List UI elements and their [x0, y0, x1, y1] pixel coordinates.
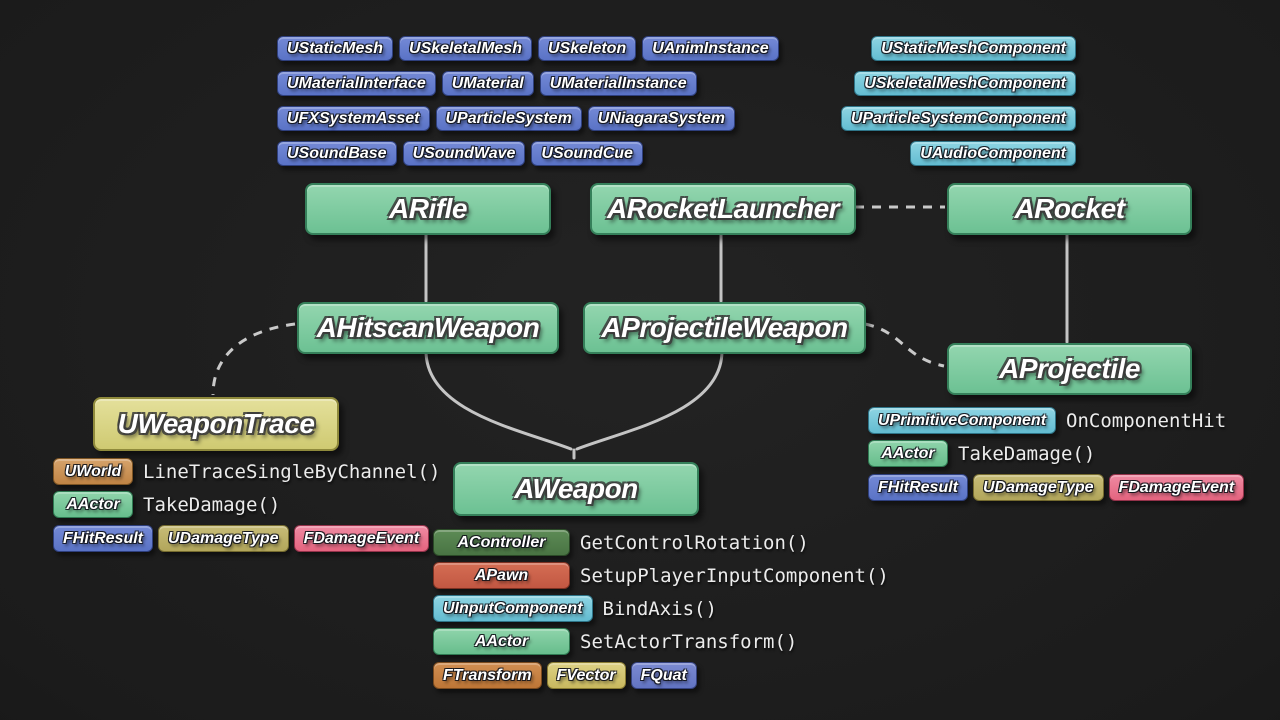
aweapon-details: AController GetControlRotation() APawn S… [433, 529, 889, 689]
badge-usoundbase: USoundBase [277, 141, 397, 166]
badge-uaniminstance: UAnimInstance [642, 36, 779, 61]
detail-row-takedamage: AActor TakeDamage() [53, 491, 281, 518]
weapon-trace-details: UWorld LineTraceSingleByChannel() AActor… [53, 458, 441, 552]
badge-umaterialinterface: UMaterialInterface [277, 71, 436, 96]
badge-apawn: APawn [433, 562, 570, 589]
badge-aactor: AActor [53, 491, 133, 518]
detail-row-setactortransform: AActor SetActorTransform() [433, 628, 798, 655]
class-box-arocketlauncher: ARocketLauncher [590, 183, 856, 235]
badge-ustaticmesh: UStaticMesh [277, 36, 394, 61]
connector-ahitscanweapon-uweapontrace-dashed [211, 322, 296, 396]
badge-fdamageevent: FDamageEvent [1108, 474, 1245, 501]
detail-row-takedamage: AActor TakeDamage() [868, 440, 1096, 467]
type-badges-row: FHitResult UDamageType FDamageEvent [868, 474, 1245, 501]
detail-row-getcontrolrotation: AController GetControlRotation() [433, 529, 809, 556]
detail-row-setupplayerinput: APawn SetupPlayerInputComponent() [433, 562, 889, 589]
badge-fhitresult: FHitResult [868, 474, 968, 501]
detail-row-bindaxis: UInputComponent BindAxis() [433, 595, 717, 622]
detail-row-oncomponenthit: UPrimitiveComponent OnComponentHit [868, 407, 1227, 434]
type-badges-row: FHitResult UDamageType FDamageEvent [53, 525, 430, 552]
detail-row-linetrace: UWorld LineTraceSingleByChannel() [53, 458, 441, 485]
badge-uskeleton: USkeleton [537, 36, 637, 61]
badge-uprimitivecomponent: UPrimitiveComponent [868, 407, 1057, 434]
code-bindaxis: BindAxis() [602, 597, 717, 620]
code-oncomponenthit: OnComponentHit [1066, 409, 1227, 432]
badge-uskeletalmeshcomponent: USkeletalMeshComponent [854, 71, 1076, 96]
connector-aprojectileweapon-aweapon [575, 349, 724, 451]
badge-aactor: AActor [433, 628, 570, 655]
badge-uniagarasystem: UNiagaraSystem [587, 106, 735, 131]
class-box-uweapontrace: UWeaponTrace [93, 397, 339, 451]
projectile-details: UPrimitiveComponent OnComponentHit AActo… [868, 407, 1245, 501]
class-box-arocket: ARocket [947, 183, 1192, 235]
badge-umaterialinstance: UMaterialInstance [539, 71, 697, 96]
asset-row-fx: UFXSystemAsset UParticleSystem UNiagaraS… [277, 106, 735, 131]
badge-uparticlesystemcomponent: UParticleSystemComponent [840, 106, 1076, 131]
asset-classes-group: UStaticMesh USkeletalMesh USkeleton UAni… [277, 36, 779, 166]
code-takedamage: TakeDamage() [958, 442, 1096, 465]
badge-uinputcomponent: UInputComponent [433, 595, 593, 622]
connector-aprojectileweapon-aprojectile-dashed [864, 322, 945, 368]
badge-usoundcue: USoundCue [531, 141, 643, 166]
badge-fhitresult: FHitResult [53, 525, 153, 552]
asset-row-sound: USoundBase USoundWave USoundCue [277, 141, 643, 166]
class-box-ahitscanweapon: AHitscanWeapon [297, 302, 559, 354]
badge-usoundwave: USoundWave [402, 141, 526, 166]
badge-uskeletalmesh: USkeletalMesh [399, 36, 532, 61]
component-classes-group: UStaticMeshComponent USkeletalMeshCompon… [840, 36, 1076, 166]
class-box-aprojectileweapon: AProjectileWeapon [583, 302, 866, 354]
badge-udamagetype: UDamageType [973, 474, 1104, 501]
code-linetracesinglebychannel: LineTraceSingleByChannel() [143, 460, 441, 483]
code-setupplayerinputcomponent: SetupPlayerInputComponent() [580, 564, 889, 587]
badge-udamagetype: UDamageType [158, 525, 289, 552]
code-getcontrolrotation: GetControlRotation() [580, 531, 809, 554]
badge-acontroller: AController [433, 529, 570, 556]
badge-uparticlesystem: UParticleSystem [435, 106, 582, 131]
badge-aactor: AActor [868, 440, 948, 467]
badge-uworld: UWorld [53, 458, 133, 485]
type-badges-row: FTransform FVector FQuat [433, 662, 697, 689]
badge-umaterial: UMaterial [441, 71, 534, 96]
asset-row-mesh: UStaticMesh USkeletalMesh USkeleton UAni… [277, 36, 779, 61]
badge-fvector: FVector [546, 662, 626, 689]
badge-ustaticmeshcomponent: UStaticMeshComponent [871, 36, 1076, 61]
class-box-aweapon: AWeapon [453, 462, 699, 516]
class-box-arifle: ARifle [305, 183, 551, 235]
badge-ufxsystemasset: UFXSystemAsset [277, 106, 430, 131]
badge-fdamageevent: FDamageEvent [293, 525, 430, 552]
code-setactortransform: SetActorTransform() [580, 630, 798, 653]
code-takedamage: TakeDamage() [143, 493, 281, 516]
connector-ahitscanweapon-aweapon [424, 349, 573, 451]
asset-row-material: UMaterialInterface UMaterial UMaterialIn… [277, 71, 697, 96]
badge-fquat: FQuat [630, 662, 697, 689]
class-box-aprojectile: AProjectile [947, 343, 1192, 395]
badge-ftransform: FTransform [433, 662, 542, 689]
badge-uaudiocomponent: UAudioComponent [910, 141, 1076, 166]
